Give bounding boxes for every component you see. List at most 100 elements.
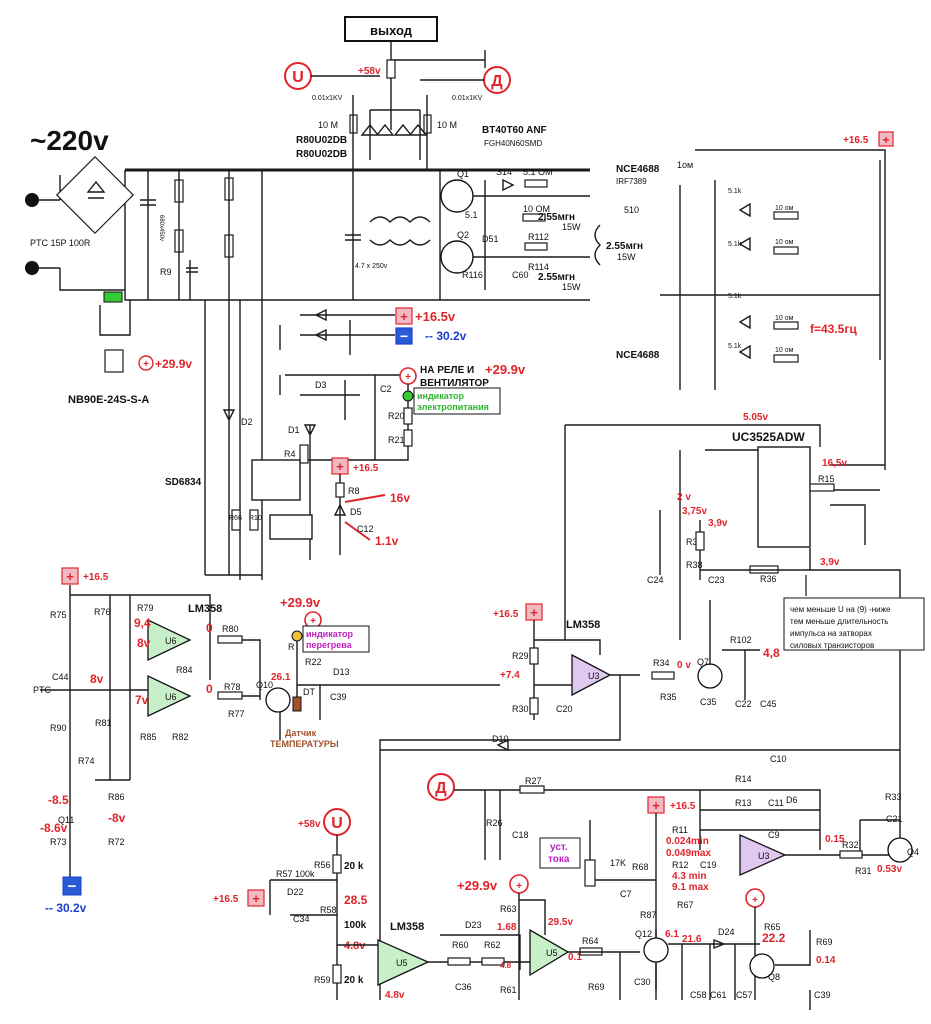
svg-text:U3: U3	[588, 671, 600, 681]
svg-text:+: +	[752, 895, 758, 906]
svg-text:R76: R76	[94, 607, 111, 617]
svg-text:R14: R14	[735, 774, 752, 784]
svg-text:Q10: Q10	[256, 680, 273, 690]
svg-text:510: 510	[624, 205, 639, 215]
svg-text:U5: U5	[546, 948, 558, 958]
svg-text:R72: R72	[108, 837, 125, 847]
svg-text:электропитания: электропитания	[417, 402, 489, 412]
svg-text:7v: 7v	[135, 693, 149, 707]
svg-text:C45: C45	[760, 699, 777, 709]
svg-text:8v: 8v	[90, 672, 104, 686]
svg-text:C44: C44	[52, 672, 69, 682]
svg-text:4.8v: 4.8v	[344, 940, 366, 952]
sd6834-chip	[251, 459, 301, 501]
svg-text:4.8: 4.8	[500, 961, 512, 970]
svg-text:1ом: 1ом	[677, 160, 693, 170]
svg-text:0.14: 0.14	[816, 955, 836, 966]
svg-text:R8: R8	[348, 486, 360, 496]
svg-text:D24: D24	[718, 927, 735, 937]
svg-text:C35: C35	[700, 697, 717, 707]
svg-text:22.2: 22.2	[762, 931, 786, 945]
svg-text:26.1: 26.1	[271, 672, 291, 683]
svg-text:R63: R63	[500, 904, 517, 914]
svg-text:0.15: 0.15	[825, 834, 845, 845]
svg-text:C23: C23	[708, 575, 725, 585]
svg-text:U6: U6	[165, 636, 177, 646]
svg-text:D51: D51	[482, 234, 499, 244]
svg-text:4.3 min: 4.3 min	[672, 871, 706, 882]
svg-text:R26: R26	[486, 818, 503, 828]
svg-text:Q7: Q7	[697, 657, 709, 667]
svg-text:R74: R74	[78, 756, 95, 766]
svg-text:R29: R29	[512, 651, 529, 661]
svg-text:+: +	[66, 569, 74, 584]
svg-text:4.8v: 4.8v	[385, 990, 405, 1001]
svg-text:индикатор: индикатор	[306, 629, 354, 639]
svg-text:R78: R78	[224, 682, 241, 692]
svg-text:0.1: 0.1	[568, 952, 582, 963]
svg-text:+16.5: +16.5	[353, 463, 379, 474]
svg-text:IRF7389: IRF7389	[616, 177, 647, 186]
svg-text:R116: R116	[462, 270, 483, 280]
svg-text:C57: C57	[736, 990, 753, 1000]
svg-text:+29.9v: +29.9v	[280, 595, 321, 610]
svg-text:+58v: +58v	[358, 66, 381, 77]
svg-text:UC3525ADW: UC3525ADW	[732, 430, 805, 444]
opamp-u3b	[739, 833, 787, 877]
svg-text:+: +	[400, 309, 408, 324]
svg-text:2 v: 2 v	[677, 492, 691, 503]
svg-text:D6: D6	[786, 795, 798, 805]
svg-text:U: U	[292, 69, 304, 86]
svg-text:1.1v: 1.1v	[375, 534, 399, 548]
svg-text:R9: R9	[160, 267, 172, 277]
svg-text:R114: R114	[528, 262, 549, 272]
svg-text:+16.5: +16.5	[670, 801, 696, 812]
svg-text:C39: C39	[814, 990, 831, 1000]
svg-text:-8v: -8v	[108, 811, 126, 825]
svg-text:R38: R38	[686, 560, 703, 570]
svg-text:D1: D1	[288, 425, 300, 435]
svg-text:+: +	[405, 372, 411, 383]
svg-text:R80: R80	[222, 624, 239, 634]
svg-text:R21: R21	[388, 435, 405, 445]
svg-text:R69: R69	[816, 937, 833, 947]
svg-text:C20: C20	[556, 704, 573, 714]
svg-text:Д: Д	[491, 73, 503, 90]
svg-text:+: +	[530, 605, 538, 620]
svg-text:DT: DT	[303, 687, 315, 697]
svg-text:R64: R64	[582, 936, 599, 946]
svg-text:R86: R86	[108, 792, 125, 802]
svg-text:R12: R12	[672, 860, 689, 870]
svg-text:+: +	[882, 133, 889, 147]
svg-text:-8.6v: -8.6v	[40, 821, 68, 835]
svg-text:R85: R85	[140, 732, 157, 742]
svg-text:C61: C61	[710, 990, 727, 1000]
svg-text:R60: R60	[452, 940, 469, 950]
svg-text:C12: C12	[357, 524, 374, 534]
fuse-indicator	[103, 291, 123, 303]
svg-text:+16.5v: +16.5v	[415, 309, 456, 324]
opamp-u3a	[571, 653, 612, 697]
svg-text:НА РЕЛЕ И: НА РЕЛЕ И	[420, 365, 474, 376]
svg-text:2.55мгн: 2.55мгн	[538, 272, 575, 283]
svg-text:D3: D3	[315, 380, 327, 390]
bridge-rectifier	[55, 155, 135, 235]
svg-text:C58: C58	[690, 990, 707, 1000]
svg-text:Q11: Q11	[58, 815, 74, 825]
svg-text:Q8: Q8	[768, 972, 780, 982]
uc3525-chip	[757, 446, 811, 548]
svg-text:U5: U5	[396, 958, 408, 968]
svg-text:20 k: 20 k	[344, 861, 364, 872]
igbt-q1	[440, 179, 474, 213]
svg-text:R73: R73	[50, 837, 67, 847]
svg-text:R61: R61	[500, 985, 517, 995]
svg-text:5.1 OM: 5.1 OM	[523, 167, 553, 177]
svg-text:2.55мгн: 2.55мгн	[606, 241, 643, 252]
svg-text:21.6: 21.6	[682, 934, 702, 945]
svg-text:20 k: 20 k	[344, 975, 364, 986]
svg-text:8v: 8v	[137, 636, 151, 650]
svg-text:1.68: 1.68	[497, 922, 517, 933]
svg-text:R11: R11	[672, 825, 688, 835]
svg-text:Q1: Q1	[457, 169, 469, 179]
svg-text:+: +	[652, 798, 660, 813]
